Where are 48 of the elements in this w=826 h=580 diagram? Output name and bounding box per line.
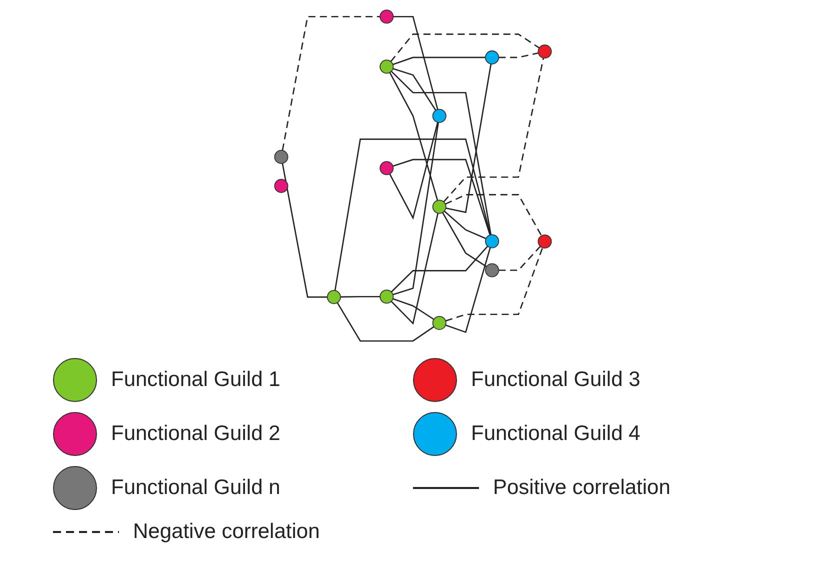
circle-node [380, 289, 394, 304]
legend-label: Functional Guild 4 [471, 422, 640, 446]
connector [392, 56, 486, 65]
connector [340, 295, 380, 298]
connector [390, 245, 488, 292]
legend-label: Functional Guild 2 [111, 422, 280, 446]
legend-label: Negative correlation [133, 520, 320, 544]
connector [392, 122, 439, 295]
circle-node [485, 50, 500, 64]
circle-node [380, 160, 394, 175]
legend-label: Functional Guild 3 [471, 368, 640, 392]
circle-node [538, 44, 552, 58]
connector [445, 246, 491, 333]
connector [389, 122, 438, 220]
connector [498, 52, 538, 58]
circle-node [432, 108, 446, 122]
circle-node [538, 234, 552, 248]
circle-node [432, 315, 446, 330]
connector [282, 15, 380, 150]
connector [445, 194, 542, 236]
circle-node [274, 178, 288, 192]
connector [446, 63, 492, 213]
connector [498, 245, 541, 270]
connector [444, 210, 486, 239]
legend-label: Functional Guild n [111, 476, 280, 500]
circle-node [380, 9, 394, 24]
circle-node [485, 262, 500, 277]
connector [392, 298, 434, 320]
connector [282, 162, 328, 298]
connector [393, 15, 438, 110]
connector [390, 33, 540, 62]
legend-label: Functional Guild 1 [111, 368, 280, 392]
circle-node [432, 199, 446, 214]
connector [445, 246, 544, 322]
connector [443, 57, 544, 202]
connector [336, 302, 434, 342]
connector [390, 70, 492, 234]
connector [392, 68, 436, 110]
circle-node [485, 234, 500, 248]
circle-node [326, 290, 341, 304]
circle-node [380, 59, 394, 74]
connector [442, 212, 487, 267]
connector [390, 212, 439, 324]
connector [334, 138, 492, 290]
connector [389, 72, 438, 200]
circle-node [274, 149, 288, 164]
legend-label: Positive correlation [493, 476, 670, 500]
connector [392, 158, 491, 235]
